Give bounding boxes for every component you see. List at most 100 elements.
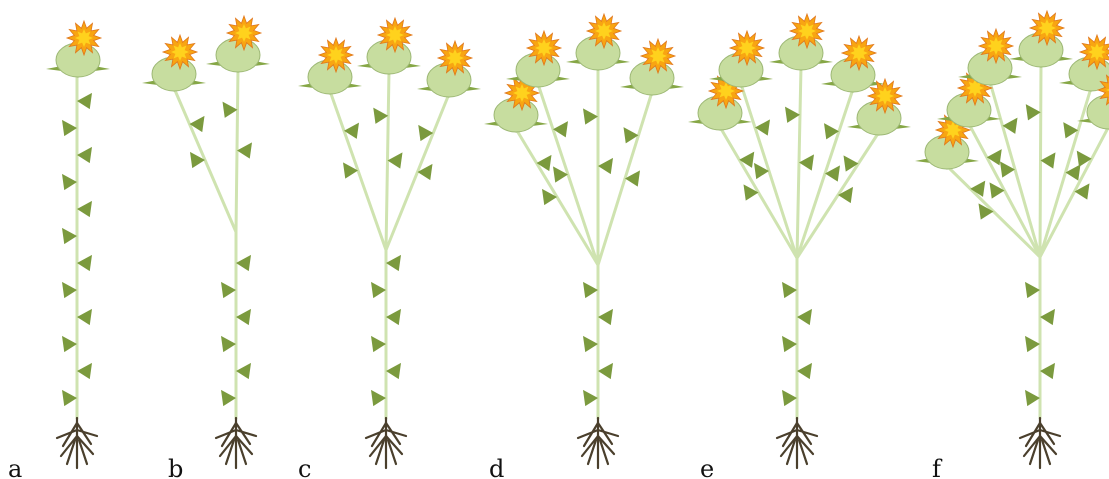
- floret-center: [738, 39, 756, 57]
- capitulum: [298, 38, 362, 95]
- leaf: [62, 174, 77, 190]
- floret-center: [850, 44, 868, 62]
- leaf: [1026, 104, 1041, 120]
- leaf: [62, 228, 77, 244]
- leaf: [77, 93, 92, 109]
- leaf: [797, 309, 812, 325]
- leaf: [782, 390, 797, 406]
- capitulum: [769, 14, 833, 71]
- leaf: [583, 282, 598, 298]
- floret-center: [798, 22, 816, 40]
- floret-center: [446, 49, 464, 67]
- leaf: [598, 158, 613, 174]
- capitulum: [620, 39, 684, 96]
- leaf: [77, 363, 92, 379]
- roots: [578, 418, 618, 468]
- leaf: [1041, 152, 1056, 168]
- panel-label: c: [298, 455, 311, 479]
- floret-center: [649, 47, 667, 65]
- floret-center: [171, 43, 189, 61]
- leaf: [371, 390, 386, 406]
- panel-label: a: [8, 455, 22, 479]
- leaf: [386, 363, 401, 379]
- capitulum: [821, 36, 885, 93]
- leaf: [782, 282, 797, 298]
- leaf: [237, 142, 252, 158]
- leaf: [223, 102, 238, 118]
- panel-label: f: [932, 455, 943, 479]
- flower-head: [1087, 95, 1109, 129]
- capitulum: [1009, 11, 1073, 68]
- floret-center: [595, 22, 613, 40]
- floret-center: [987, 37, 1005, 55]
- capitulum: [46, 21, 110, 78]
- leaf: [236, 363, 251, 379]
- leaf: [598, 309, 613, 325]
- roots: [366, 418, 406, 468]
- leaf: [1025, 390, 1040, 406]
- panel-b: b: [142, 16, 270, 479]
- capitulum: [357, 18, 421, 75]
- capitulum: [417, 41, 481, 98]
- capitulum: [566, 14, 630, 71]
- panel-e: e: [688, 14, 911, 479]
- floret-center: [386, 26, 404, 44]
- floret-center: [75, 29, 93, 47]
- capitulum: [142, 35, 206, 92]
- panel-label: e: [700, 455, 714, 479]
- floret-center: [235, 24, 253, 42]
- leaf: [221, 336, 236, 352]
- leaf: [236, 255, 251, 271]
- capitulum: [709, 31, 773, 88]
- leaf: [1025, 336, 1040, 352]
- leaf: [1040, 309, 1055, 325]
- leaf: [77, 147, 92, 163]
- leaf: [583, 108, 598, 124]
- leaf: [386, 309, 401, 325]
- floret-center: [1038, 19, 1056, 37]
- leaf: [236, 309, 251, 325]
- leaf: [1040, 363, 1055, 379]
- roots: [216, 418, 256, 468]
- panel-d: d: [484, 14, 684, 479]
- floret-center: [876, 87, 894, 105]
- leaf: [62, 282, 77, 298]
- capitulum: [958, 29, 1022, 86]
- leaf: [797, 363, 812, 379]
- floret-center: [327, 46, 345, 64]
- leaf: [782, 336, 797, 352]
- leaf: [77, 309, 92, 325]
- roots: [777, 418, 817, 468]
- leaf: [62, 120, 77, 136]
- leaf: [77, 255, 92, 271]
- panel-label: d: [489, 455, 504, 479]
- floret-center: [513, 84, 531, 102]
- leaf: [583, 336, 598, 352]
- leaf: [598, 363, 613, 379]
- leaf: [77, 201, 92, 217]
- leaf: [62, 336, 77, 352]
- leaf: [221, 390, 236, 406]
- leaf: [1025, 282, 1040, 298]
- panel-label: b: [168, 455, 183, 479]
- floret-center: [1088, 43, 1106, 61]
- panel-c: c: [298, 18, 481, 479]
- floret-center: [535, 39, 553, 57]
- leaf: [583, 390, 598, 406]
- roots: [1020, 418, 1060, 468]
- roots: [57, 418, 97, 468]
- capitulum: [506, 31, 570, 88]
- leaf: [785, 107, 800, 123]
- leaf: [62, 390, 77, 406]
- leaf: [371, 282, 386, 298]
- panel-a: a: [8, 21, 110, 479]
- panel-f: f: [915, 11, 1109, 479]
- leaf: [373, 108, 388, 124]
- leaf: [386, 255, 401, 271]
- leaf: [388, 152, 403, 168]
- leaf: [799, 154, 814, 170]
- capitulum: [206, 16, 270, 73]
- leaf: [371, 336, 386, 352]
- leaf: [221, 282, 236, 298]
